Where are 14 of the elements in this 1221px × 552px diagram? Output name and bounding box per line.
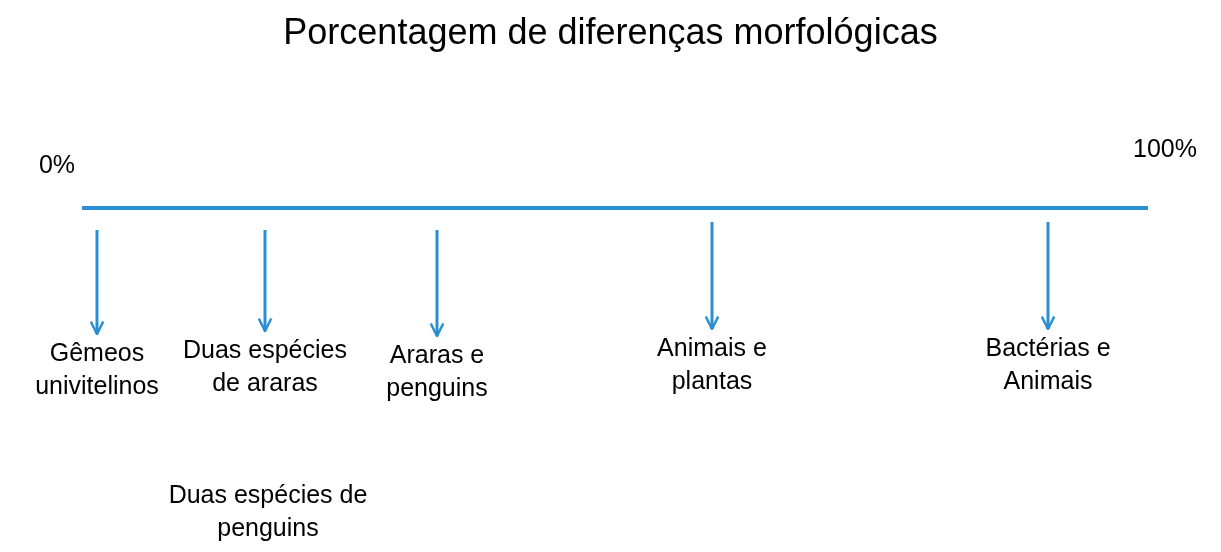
category-label: Animais e plantas	[637, 331, 787, 397]
arrow	[704, 222, 720, 331]
title: Porcentagem de diferenças morfológicas	[282, 10, 939, 54]
arrow	[429, 230, 445, 338]
scale-end-label: 100%	[1132, 133, 1198, 164]
scale-start-label: 0%	[37, 149, 77, 180]
category-label: Araras e penguins	[367, 338, 507, 404]
arrow	[1040, 222, 1056, 331]
category-label: Bactérias e Animais	[963, 331, 1133, 397]
category-label: Gêmeos univitelinos	[12, 336, 182, 402]
category-label: Duas espécies de araras	[180, 333, 350, 399]
arrow	[89, 230, 105, 336]
group-label: Duas espécies de penguins	[168, 479, 368, 543]
arrow	[257, 230, 273, 333]
